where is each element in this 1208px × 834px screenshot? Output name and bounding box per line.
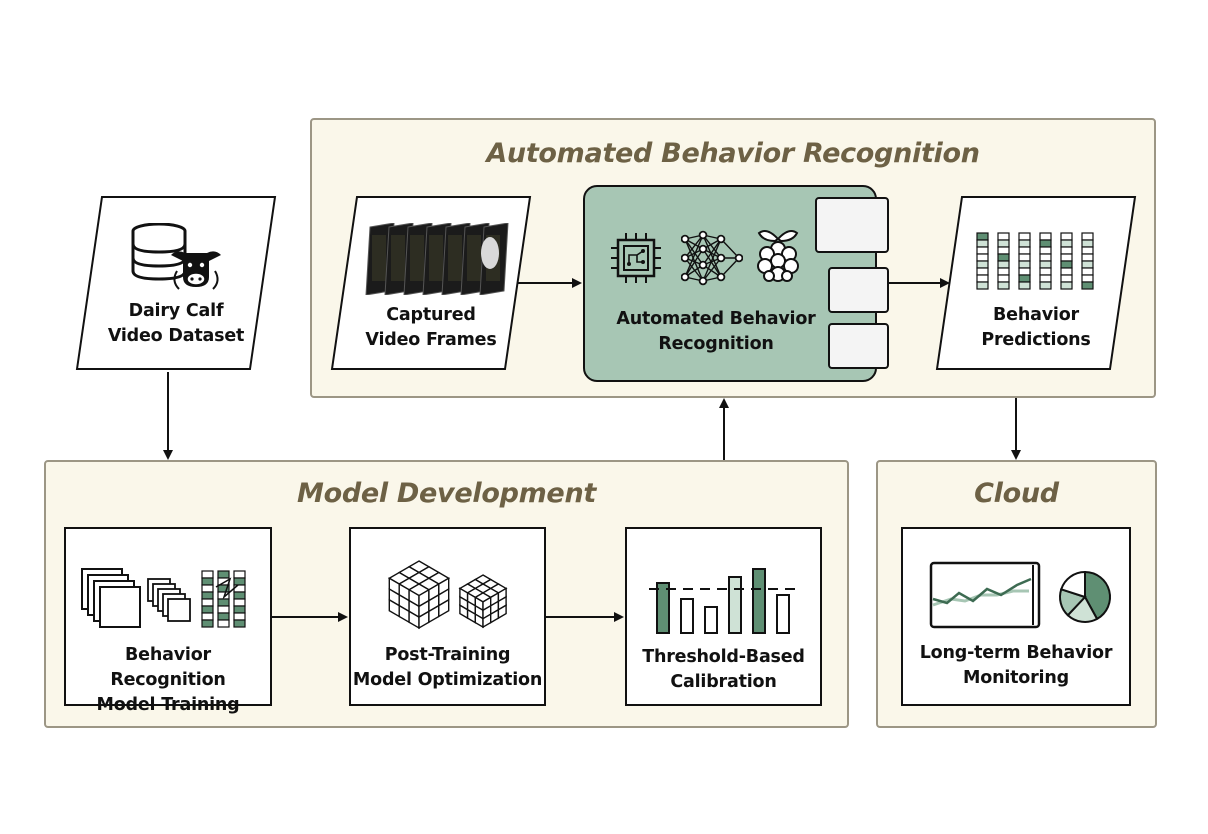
line-chart-icon [929, 561, 1041, 629]
pie-chart-icon [1059, 570, 1111, 623]
layers-icon [81, 568, 246, 628]
automated-recognition-title: Automated Behavior Recognition [486, 138, 980, 169]
film-frames-icon [365, 223, 509, 295]
recognition-tab-middle [828, 267, 889, 313]
threshold-bars-icon [649, 568, 799, 634]
cow-icon [171, 251, 221, 290]
recognition-tab-top [815, 197, 889, 253]
neural-network-icon [681, 230, 743, 286]
recognition-tab-bottom [828, 323, 889, 369]
model-development-title: Model Development [297, 478, 596, 509]
prediction-bars-icon [976, 232, 1094, 290]
cube-grid-icon [387, 560, 508, 630]
cloud-title: Cloud [974, 478, 1059, 509]
cpu-chip-icon [611, 233, 661, 283]
raspberry-pi-icon [757, 230, 799, 282]
